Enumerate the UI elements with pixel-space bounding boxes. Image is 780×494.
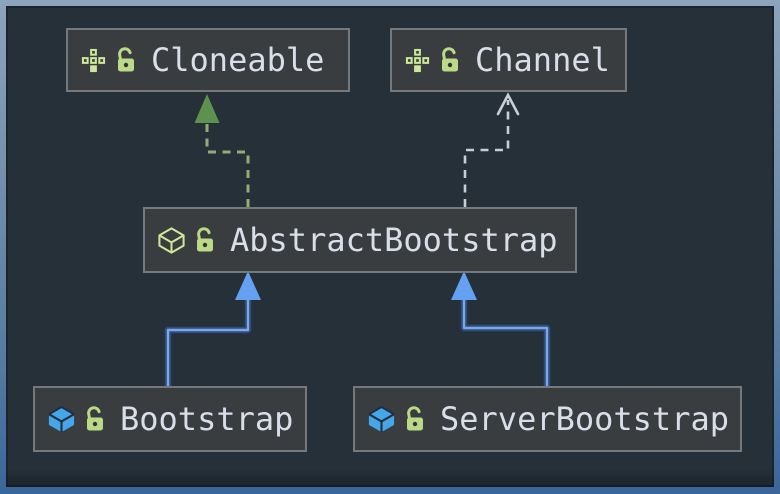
lock-icon — [407, 406, 423, 431]
node-cloneable[interactable]: Cloneable — [66, 28, 350, 92]
node-icon-group — [404, 47, 460, 74]
node-icon-group — [367, 405, 425, 434]
abstract-class-icon — [158, 226, 185, 254]
node-icon-group — [47, 405, 105, 434]
node-label: ServerBootstrap — [440, 400, 729, 438]
node-channel[interactable]: Channel — [390, 28, 627, 92]
class-icon — [48, 405, 75, 432]
node-abstractbootstrap[interactable]: AbstractBootstrap — [143, 207, 577, 273]
node-label: Cloneable — [151, 41, 325, 79]
interface-icon — [404, 47, 431, 73]
node-serverbootstrap[interactable]: ServerBootstrap — [353, 386, 742, 452]
node-bootstrap[interactable]: Bootstrap — [33, 386, 307, 452]
node-label: Bootstrap — [120, 400, 294, 438]
node-label: Channel — [475, 41, 610, 79]
node-label: AbstractBootstrap — [230, 221, 558, 259]
lock-icon — [118, 47, 134, 72]
lock-icon — [442, 47, 458, 72]
lock-icon — [197, 227, 213, 252]
class-icon — [368, 405, 395, 432]
interface-icon — [80, 47, 107, 73]
lock-icon — [87, 406, 103, 431]
node-icon-group — [80, 47, 136, 74]
node-icon-group — [157, 226, 215, 255]
